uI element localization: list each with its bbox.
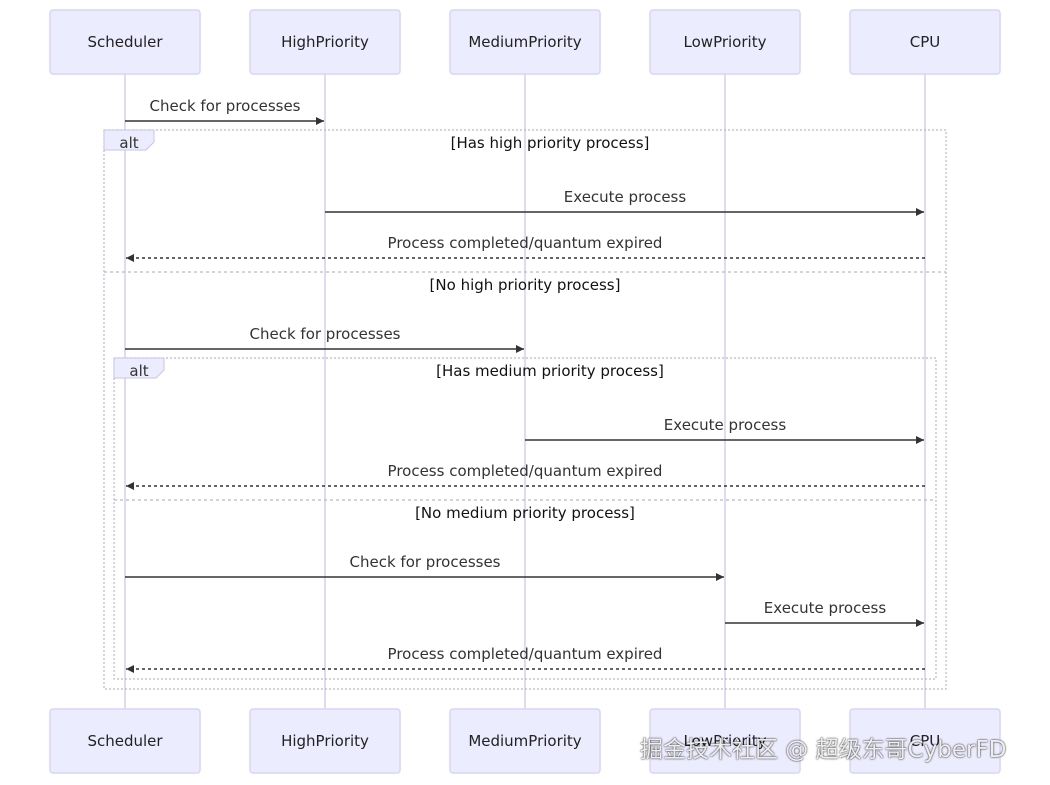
message-1: Check for processes — [125, 97, 324, 125]
participant-label: Scheduler — [87, 33, 163, 51]
message-2: Execute process — [325, 188, 924, 216]
participant-top-highpriority: HighPriority — [249, 9, 401, 75]
alt-frame-1: alt [Has high priority process] [No high p… — [103, 129, 947, 690]
message-label: Process completed/quantum expired — [388, 645, 663, 663]
participant-box — [249, 708, 401, 774]
participant-label: HighPriority — [281, 732, 369, 750]
alt-frame-2: alt [Has medium priority process] [No medi… — [113, 357, 937, 680]
frame-type-label: alt — [129, 362, 148, 380]
message-7: Check for processes — [125, 553, 724, 581]
frame-border — [113, 357, 937, 680]
participant-label: HighPriority — [281, 33, 369, 51]
participant-box — [249, 9, 401, 75]
message-4: Check for processes — [125, 325, 524, 353]
participant-label: CPU — [910, 33, 941, 51]
message-label: Execute process — [564, 188, 687, 206]
message-8: Execute process — [725, 599, 924, 627]
participant-bottom-lowpriority: LowPriority — [649, 708, 801, 774]
participant-box — [849, 708, 1001, 774]
frame-condition: [Has high priority process] — [451, 134, 650, 152]
message-9: Process completed/quantum expired — [126, 645, 925, 673]
watermark: 掘金技术社区 @ 超级东哥CyberFD — [640, 737, 1007, 763]
participant-box — [449, 9, 601, 75]
frame-condition: [Has medium priority process] — [436, 362, 664, 380]
frame-tag — [113, 357, 165, 379]
participant-top-scheduler: Scheduler — [49, 9, 201, 75]
participant-bottom-highpriority: HighPriority — [249, 708, 401, 774]
participant-top-mediumpriority: MediumPriority — [449, 9, 601, 75]
message-label: Execute process — [664, 416, 787, 434]
participant-box — [849, 9, 1001, 75]
message-label: Check for processes — [250, 325, 401, 343]
message-3: Process completed/quantum expired — [126, 234, 925, 262]
participant-box — [449, 708, 601, 774]
message-5: Execute process — [525, 416, 924, 444]
message-label: Process completed/quantum expired — [388, 462, 663, 480]
frame-border — [103, 129, 947, 690]
message-label: Check for processes — [350, 553, 501, 571]
message-label: Process completed/quantum expired — [388, 234, 663, 252]
participant-label: LowPriority — [684, 33, 767, 51]
message-label: Check for processes — [150, 97, 301, 115]
participant-top-lowpriority: LowPriority — [649, 9, 801, 75]
participant-box — [49, 708, 201, 774]
participant-bottom-cpu: CPU — [849, 708, 1001, 774]
message-label: Execute process — [764, 599, 887, 617]
participant-box — [649, 9, 801, 75]
participant-box — [49, 9, 201, 75]
participant-bottom-mediumpriority: MediumPriority — [449, 708, 601, 774]
participant-label: MediumPriority — [468, 732, 581, 750]
frame-condition: [No medium priority process] — [415, 504, 635, 522]
participant-label: MediumPriority — [468, 33, 581, 51]
frame-type-label: alt — [119, 134, 138, 152]
participant-label: Scheduler — [87, 732, 163, 750]
participant-box — [649, 708, 801, 774]
participant-label: LowPriority — [684, 732, 767, 750]
message-6: Process completed/quantum expired — [126, 462, 925, 490]
frame-tag — [103, 129, 155, 151]
participant-bottom-scheduler: Scheduler — [49, 708, 201, 774]
frame-condition: [No high priority process] — [430, 276, 621, 294]
participant-label: CPU — [910, 732, 941, 750]
participant-top-cpu: CPU — [849, 9, 1001, 75]
